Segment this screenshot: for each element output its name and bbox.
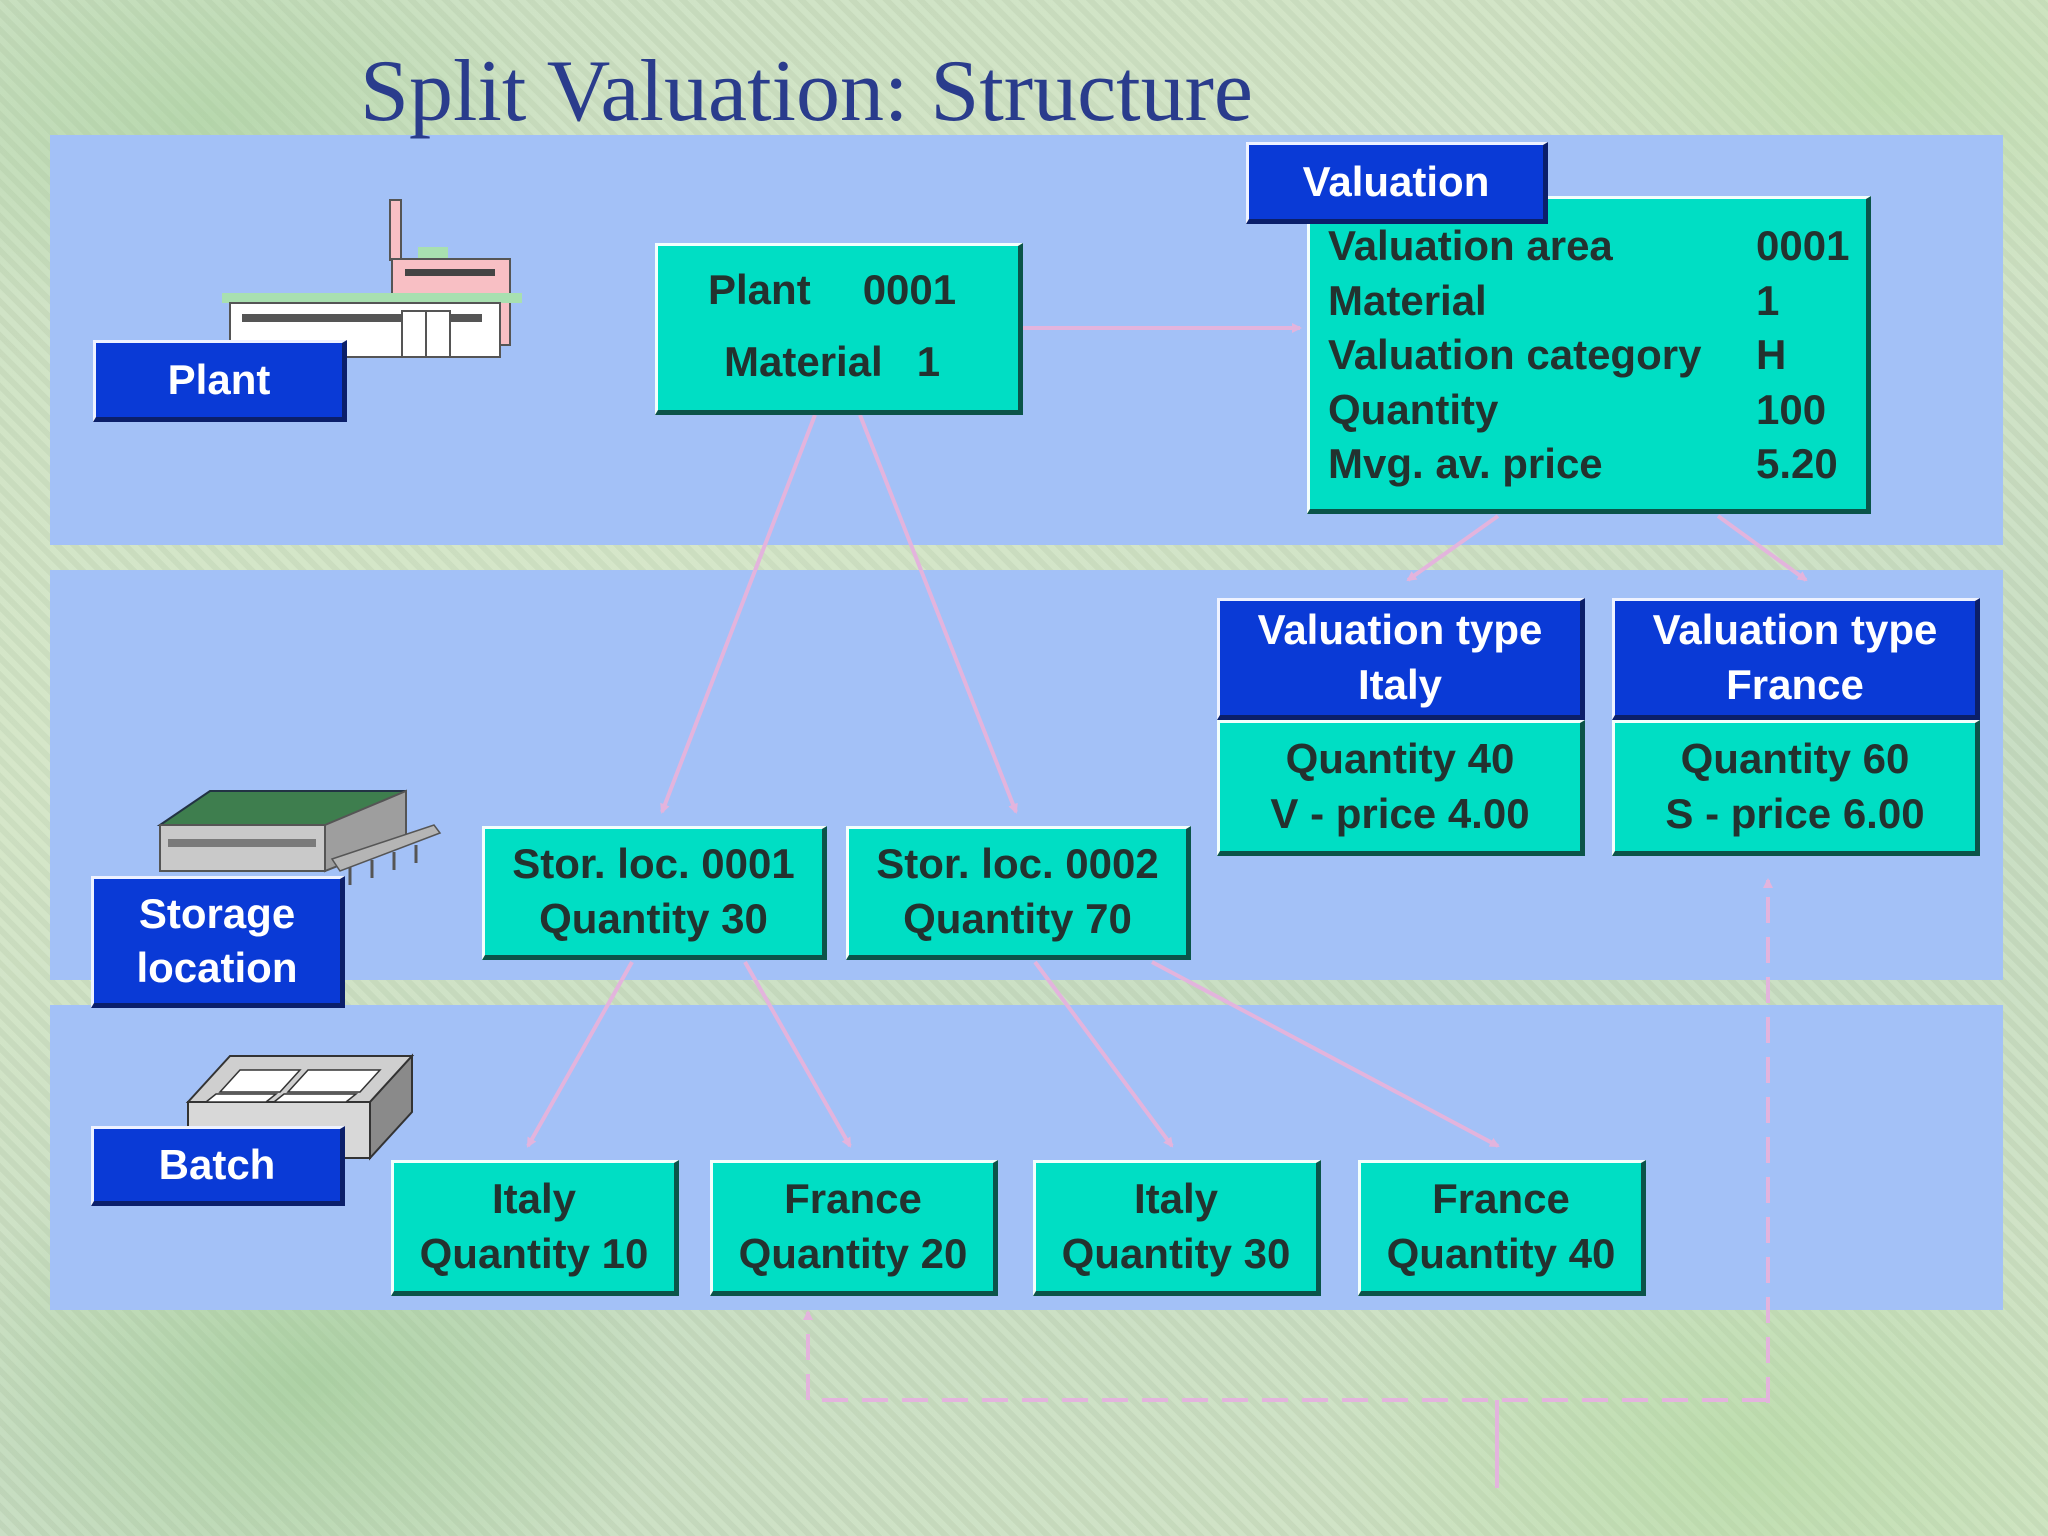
storage-level-text-line2: location bbox=[136, 944, 298, 991]
valuation-row-value: 100 bbox=[1756, 385, 1827, 433]
valuation-type-france-box: Quantity 60 S - price 6.00 bbox=[1612, 720, 1980, 856]
valuation-type-france-quantity: Quantity 60 bbox=[1680, 735, 1910, 783]
arrow-storloc2-to-batch-france bbox=[1151, 960, 1500, 1148]
valuation-box: Valuation area 0001 Material 1 Valuation… bbox=[1307, 196, 1871, 514]
valuation-type-france-title: Valuation type bbox=[1652, 606, 1938, 654]
valuation-row-label: Valuation area bbox=[1328, 222, 1613, 269]
valuation-row-label: Valuation category bbox=[1328, 331, 1702, 378]
valuation-row-value: 0001 bbox=[1756, 222, 1850, 269]
factory-icon bbox=[222, 199, 522, 358]
storage-level-text-line1: Storage bbox=[138, 890, 296, 938]
valuation-row-value: 5.20 bbox=[1756, 440, 1838, 487]
valuation-row-value: 1 bbox=[1756, 276, 1780, 324]
plant-box: Plant 0001 Material 1 bbox=[655, 243, 1023, 415]
plant-value: 0001 bbox=[862, 266, 957, 313]
storage-location-level-label: Storage location bbox=[91, 876, 345, 1008]
batch-italy-10-box: Italy Quantity 10 bbox=[391, 1160, 679, 1296]
storage-location-title: Stor. loc. 0001 bbox=[512, 840, 795, 888]
batch-quantity: Quantity 20 bbox=[738, 1230, 968, 1277]
arrow-storloc1-to-batch-italy bbox=[526, 961, 634, 1148]
valuation-type-italy-header: Valuation type Italy bbox=[1217, 598, 1585, 720]
batch-italy-30-box: Italy Quantity 30 bbox=[1033, 1160, 1321, 1296]
valuation-header-text: Valuation bbox=[1302, 157, 1490, 205]
batch-quantity: Quantity 10 bbox=[419, 1230, 649, 1277]
plant-level-label: Plant bbox=[93, 340, 347, 422]
valuation-type-france-header: Valuation type France bbox=[1612, 598, 1980, 720]
valuation-row-label: Material bbox=[1328, 276, 1487, 324]
batch-origin: France bbox=[1432, 1175, 1570, 1223]
arrow-storloc2-to-batch-italy bbox=[1033, 960, 1174, 1148]
valuation-row-label: Mvg. av. price bbox=[1328, 440, 1603, 487]
valuation-type-italy-box: Quantity 40 V - price 4.00 bbox=[1217, 720, 1585, 856]
batch-level-text: Batch bbox=[158, 1141, 276, 1189]
batch-france-40-box: France Quantity 40 bbox=[1358, 1160, 1646, 1296]
arrow-storloc1-to-batch-france bbox=[743, 961, 852, 1148]
batch-origin: Italy bbox=[491, 1175, 577, 1223]
storage-location-quantity: Quantity 30 bbox=[539, 895, 768, 942]
batch-origin: Italy bbox=[1133, 1175, 1219, 1223]
valuation-row-value: H bbox=[1756, 331, 1787, 378]
batch-level-label: Batch bbox=[91, 1126, 345, 1206]
batch-france-20-box: France Quantity 20 bbox=[710, 1160, 998, 1296]
valuation-type-france-name: France bbox=[1726, 661, 1864, 708]
valuation-type-france-price: S - price 6.00 bbox=[1665, 790, 1925, 837]
batch-origin: France bbox=[784, 1175, 922, 1223]
arrow-valuation-to-france-type bbox=[1716, 514, 1808, 582]
valuation-fields: Valuation area 0001 Material 1 Valuation… bbox=[1328, 219, 1849, 492]
storage-location-0001-box: Stor. loc. 0001 Quantity 30 bbox=[482, 826, 827, 960]
material-value: 1 bbox=[916, 338, 941, 385]
material-label: Material bbox=[724, 338, 883, 385]
valuation-type-italy-name: Italy bbox=[1357, 661, 1443, 708]
storage-location-quantity: Quantity 70 bbox=[903, 895, 1132, 942]
valuation-header: Valuation bbox=[1246, 142, 1548, 224]
slide-title: Split Valuation: Structure bbox=[360, 43, 1253, 140]
plant-level-text: Plant bbox=[167, 356, 271, 404]
valuation-type-italy-quantity: Quantity 40 bbox=[1285, 735, 1515, 783]
valuation-type-italy-price: V - price 4.00 bbox=[1270, 790, 1530, 837]
storage-location-title: Stor. loc. 0002 bbox=[876, 840, 1159, 888]
dashed-link-bottom bbox=[803, 1310, 1768, 1402]
arrow-plant-to-storloc-0002 bbox=[858, 414, 1018, 814]
valuation-row-label: Quantity bbox=[1328, 385, 1499, 433]
arrow-valuation-to-italy-type bbox=[1406, 514, 1500, 582]
storage-location-0002-box: Stor. loc. 0002 Quantity 70 bbox=[846, 826, 1191, 960]
valuation-type-italy-title: Valuation type bbox=[1257, 606, 1543, 654]
arrow-plant-to-storloc-0001 bbox=[660, 414, 817, 814]
batch-quantity: Quantity 40 bbox=[1386, 1230, 1616, 1277]
warehouse-icon bbox=[156, 789, 442, 885]
plant-label: Plant bbox=[708, 266, 811, 313]
batch-quantity: Quantity 30 bbox=[1061, 1230, 1291, 1277]
